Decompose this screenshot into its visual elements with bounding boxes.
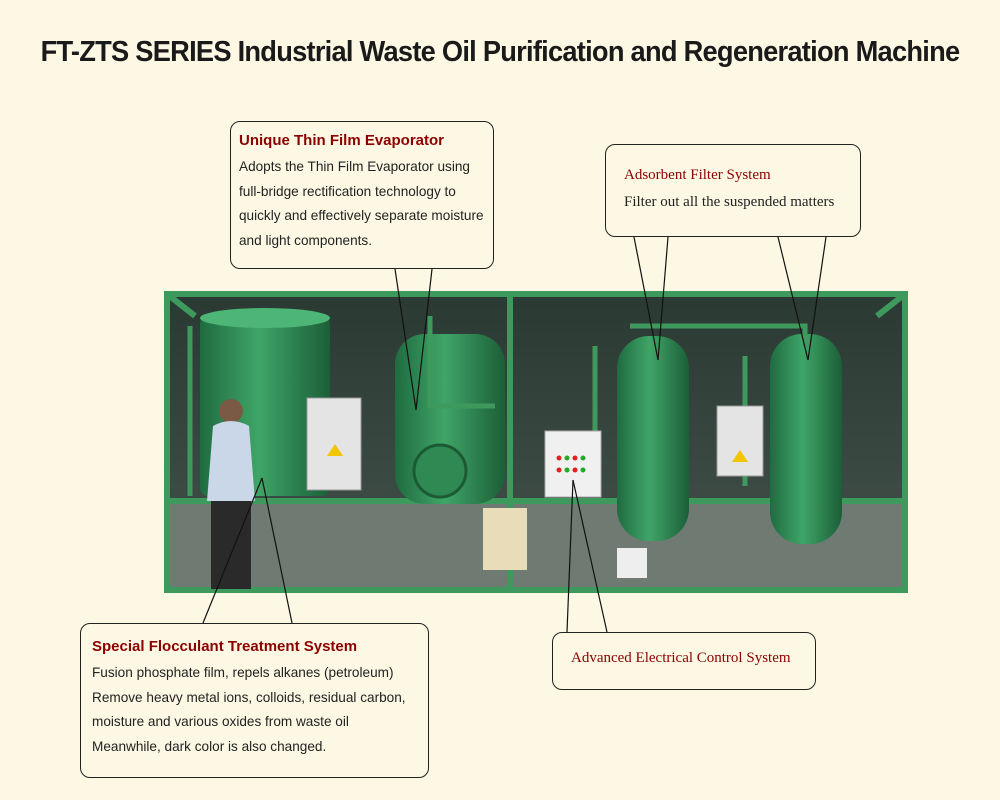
chemical-bag — [483, 508, 527, 570]
callout-line: Meanwhile, dark color is also changed. — [92, 738, 327, 754]
evaporator-tank — [395, 334, 505, 504]
callout-heading: Special Flocculant Treatment System — [92, 638, 358, 655]
callout-line: moisture and various oxides from waste o… — [92, 714, 349, 729]
callout-flocculant-treatment: Special Flocculant Treatment System Fusi… — [80, 623, 429, 778]
operator-figure — [207, 399, 255, 589]
callout-heading: Advanced Electrical Control System — [571, 650, 791, 666]
control-cabinet-1 — [306, 397, 362, 491]
callout-line: and light components. — [239, 232, 373, 248]
callout-line: Filter out all the suspended matters — [624, 194, 835, 210]
callout-adsorbent-filter: Adsorbent Filter System Filter out all t… — [605, 144, 861, 237]
callout-line: quickly and effectively separate moistur… — [239, 208, 484, 223]
callout-line: Fusion phosphate film, repels alkanes (p… — [92, 665, 394, 680]
bucket — [617, 548, 647, 578]
filter-tank-2 — [770, 334, 842, 544]
machine-illustration — [164, 291, 908, 593]
callout-line: Adopts the Thin Film Evaporator using — [239, 159, 470, 174]
callout-line: full-bridge rectification technology to — [239, 183, 456, 199]
callout-line: Remove heavy metal ions, colloids, resid… — [92, 689, 406, 705]
callout-thin-film-evaporator: Unique Thin Film Evaporator Adopts the T… — [230, 121, 494, 269]
callout-heading: Adsorbent Filter System — [624, 167, 771, 183]
control-cabinet-2 — [544, 430, 602, 498]
callout-electrical-control: Advanced Electrical Control System — [552, 632, 816, 690]
callout-heading: Unique Thin Film Evaporator — [239, 132, 445, 149]
control-cabinet-3 — [716, 405, 764, 477]
page-title: FT-ZTS SERIES Industrial Waste Oil Purif… — [40, 36, 961, 68]
filter-tank-1 — [617, 336, 689, 541]
